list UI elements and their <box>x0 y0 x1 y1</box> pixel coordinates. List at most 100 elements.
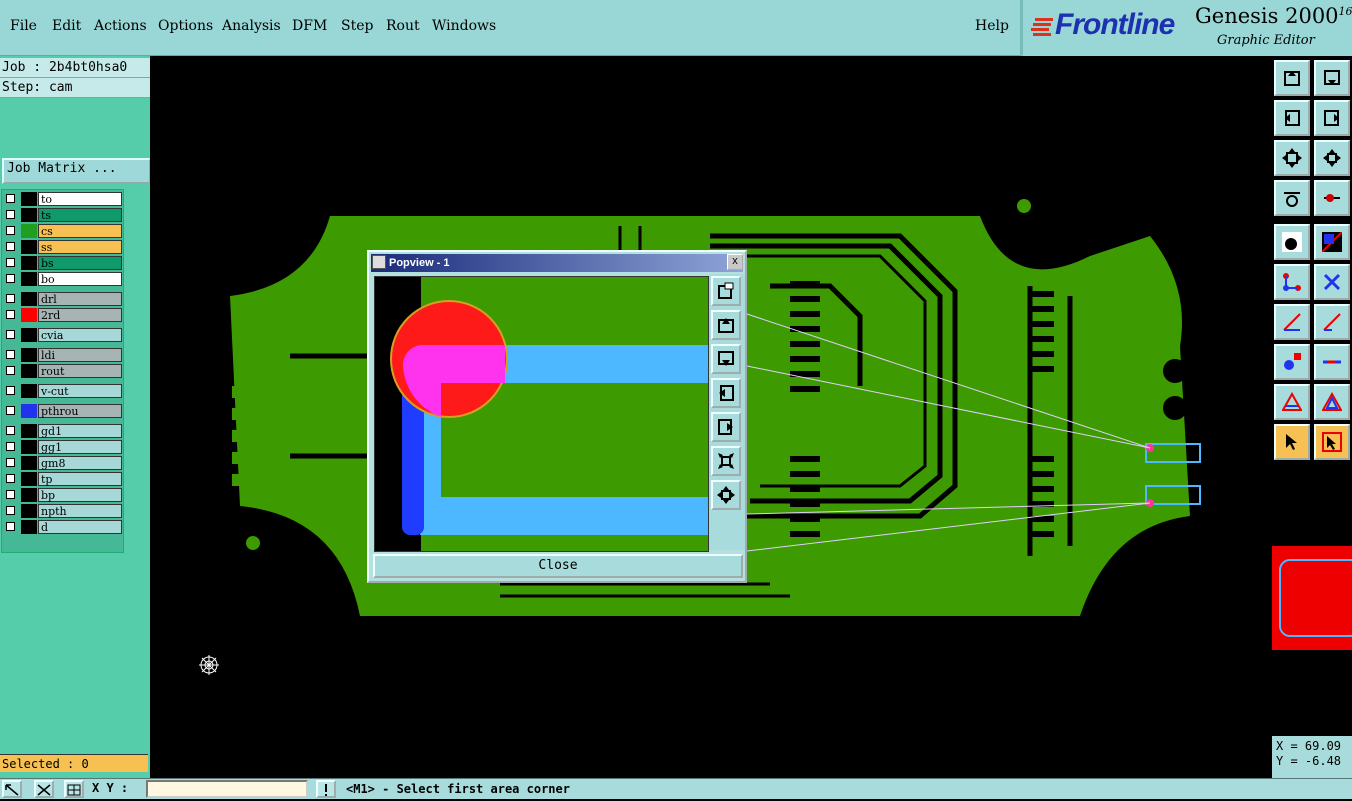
select-pointer-button[interactable] <box>1274 424 1310 460</box>
menu-rout[interactable]: Rout <box>386 18 420 34</box>
layer-row-drl[interactable]: drl <box>4 292 122 306</box>
layer-row-gm8[interactable]: gm8 <box>4 456 122 470</box>
snap-mode-button[interactable] <box>2 780 22 798</box>
add-surface-icon <box>1323 360 1341 364</box>
layer-color-swatch <box>21 292 37 306</box>
pan-right-icon <box>1324 110 1339 126</box>
popview-pan-up-button[interactable] <box>711 310 741 340</box>
layer-name: bo <box>38 272 122 286</box>
layer-checkbox[interactable] <box>6 442 15 451</box>
zoom-bottom-button[interactable] <box>1314 60 1350 96</box>
clear-highlight-button[interactable] <box>1314 264 1350 300</box>
layer-row-tp[interactable]: tp <box>4 472 122 486</box>
layer-checkbox[interactable] <box>6 366 15 375</box>
layer-row-npth[interactable]: npth <box>4 504 122 518</box>
layer-checkbox[interactable] <box>6 310 15 319</box>
popview-pan-left-button[interactable] <box>711 378 741 408</box>
layer-checkbox[interactable] <box>6 458 15 467</box>
triangle-feature-icon <box>1322 392 1342 411</box>
layer-checkbox[interactable] <box>6 386 15 395</box>
layer-row-bs[interactable]: bs <box>4 256 122 270</box>
menu-help[interactable]: Help <box>975 18 1009 34</box>
layer-row-to[interactable]: to <box>4 192 122 206</box>
menu-dfm[interactable]: DFM <box>292 18 328 34</box>
layer-row-bo[interactable]: bo <box>4 272 122 286</box>
layer-checkbox[interactable] <box>6 274 15 283</box>
grid-toggle-button[interactable] <box>64 780 84 798</box>
snap-settings-button[interactable] <box>1274 180 1310 216</box>
triangle-select-button[interactable] <box>1274 384 1310 420</box>
menu-edit[interactable]: Edit <box>52 18 82 34</box>
popview-zoom-out-button[interactable] <box>711 480 741 510</box>
popview-titlebar[interactable]: Popview - 1 <box>371 254 743 272</box>
draw-line-button[interactable] <box>1274 304 1310 340</box>
layer-row-2rd[interactable]: 2rd <box>4 308 122 322</box>
layer-checkbox[interactable] <box>6 522 15 531</box>
layer-row-cs[interactable]: cs <box>4 224 122 238</box>
layer-row-pthrou[interactable]: pthrou <box>4 404 122 418</box>
triangle-feature-button[interactable] <box>1314 384 1350 420</box>
layer-row-ts[interactable]: ts <box>4 208 122 222</box>
layer-checkbox[interactable] <box>6 406 15 415</box>
overview-map[interactable] <box>1272 546 1352 650</box>
layer-checkbox[interactable] <box>6 330 15 339</box>
popview-canvas[interactable] <box>374 276 709 552</box>
layer-checkbox[interactable] <box>6 294 15 303</box>
layer-checkbox[interactable] <box>6 426 15 435</box>
pan-right-button[interactable] <box>1314 100 1350 136</box>
menu-windows[interactable]: Windows <box>432 18 497 34</box>
layer-row-gg1[interactable]: gg1 <box>4 440 122 454</box>
zoom-top-button[interactable] <box>1274 60 1310 96</box>
alert-button[interactable] <box>316 780 336 798</box>
net-view-button[interactable] <box>1274 264 1310 300</box>
measure-button[interactable] <box>1314 180 1350 216</box>
window-menu-icon[interactable] <box>372 255 386 269</box>
highlight-toggle-button[interactable] <box>1314 224 1350 260</box>
zoom-home-button[interactable] <box>1314 140 1350 176</box>
job-matrix-button[interactable]: Job Matrix ... <box>2 158 151 184</box>
menu-file[interactable]: File <box>10 18 37 34</box>
popview-pan-right-button[interactable] <box>711 412 741 442</box>
layer-row-gd1[interactable]: gd1 <box>4 424 122 438</box>
crossed-arrow-icon <box>37 784 51 796</box>
layer-row-d[interactable]: d <box>4 520 122 534</box>
layer-name: ts <box>38 208 122 222</box>
menu-actions[interactable]: Actions <box>94 18 147 34</box>
layer-name: d <box>38 520 122 534</box>
layer-color-swatch <box>21 256 37 270</box>
popview-close-icon[interactable]: x <box>727 254 743 270</box>
layer-row-rout[interactable]: rout <box>4 364 122 378</box>
layer-checkbox[interactable] <box>6 226 15 235</box>
layer-row-v-cut[interactable]: v-cut <box>4 384 122 398</box>
layer-checkbox[interactable] <box>6 474 15 483</box>
select-area-button[interactable] <box>1314 424 1350 460</box>
draw-line-icon <box>1283 313 1301 331</box>
popview-pan-down-button[interactable] <box>711 344 741 374</box>
display-toggle-button[interactable] <box>1274 224 1310 260</box>
popview-zoom-in-button[interactable] <box>711 446 741 476</box>
menu-analysis[interactable]: Analysis <box>222 18 281 34</box>
layer-checkbox[interactable] <box>6 506 15 515</box>
menu-options[interactable]: Options <box>158 18 214 34</box>
layer-row-ss[interactable]: ss <box>4 240 122 254</box>
layer-row-bp[interactable]: bp <box>4 488 122 502</box>
layer-checkbox[interactable] <box>6 242 15 251</box>
popview-close-button[interactable]: Close <box>373 554 743 578</box>
pan-left-icon <box>1285 110 1300 126</box>
menu-step[interactable]: Step <box>341 18 374 34</box>
layer-checkbox[interactable] <box>6 350 15 359</box>
add-pad-button[interactable] <box>1274 344 1310 380</box>
layer-checkbox[interactable] <box>6 210 15 219</box>
layer-checkbox[interactable] <box>6 194 15 203</box>
layer-row-cvia[interactable]: cvia <box>4 328 122 342</box>
layer-row-ldi[interactable]: ldi <box>4 348 122 362</box>
draw-arc-button[interactable] <box>1314 304 1350 340</box>
grid-snap-button[interactable] <box>34 780 54 798</box>
add-surface-button[interactable] <box>1314 344 1350 380</box>
pan-left-button[interactable] <box>1274 100 1310 136</box>
popview-zoom-button[interactable] <box>711 276 741 306</box>
layer-checkbox[interactable] <box>6 490 15 499</box>
zoom-fit-button[interactable] <box>1274 140 1310 176</box>
layer-checkbox[interactable] <box>6 258 15 267</box>
xy-input[interactable] <box>146 780 308 798</box>
